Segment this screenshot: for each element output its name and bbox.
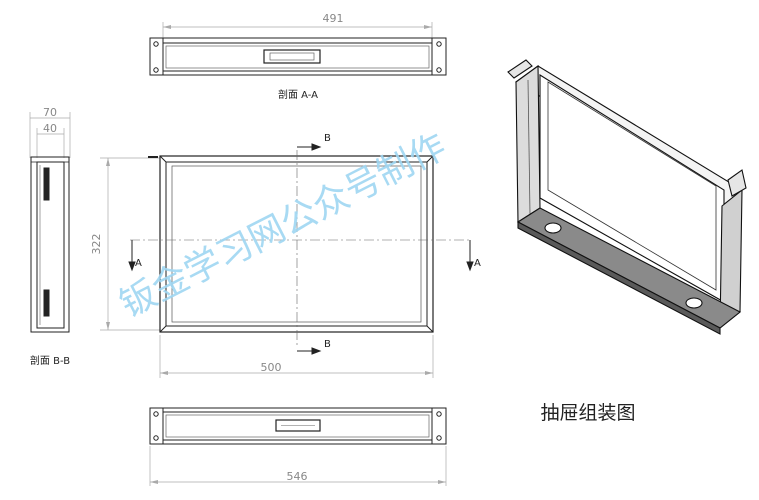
section-b-top-marker: B [324, 133, 331, 144]
dim-bottom-width: 546 [287, 470, 308, 483]
section-a-right-marker: A [474, 258, 481, 269]
front-view [100, 143, 474, 378]
section-aa-caption: 剖面 A-A [278, 88, 318, 101]
side-view [29, 112, 71, 333]
drawing-title: 抽屉组装图 [540, 402, 635, 424]
section-b-bottom-marker: B [324, 339, 331, 350]
dim-side-outer: 70 [43, 106, 57, 119]
bottom-view [149, 407, 447, 486]
dim-front-width: 500 [261, 361, 282, 374]
isometric-view [507, 59, 747, 335]
dim-top-width: 491 [323, 12, 344, 25]
dim-side-inner: 40 [43, 122, 57, 135]
section-a-left-marker: A [135, 258, 142, 269]
top-view [149, 22, 447, 76]
section-bb-caption: 剖面 B-B [30, 354, 70, 367]
dim-height: 322 [90, 234, 103, 255]
